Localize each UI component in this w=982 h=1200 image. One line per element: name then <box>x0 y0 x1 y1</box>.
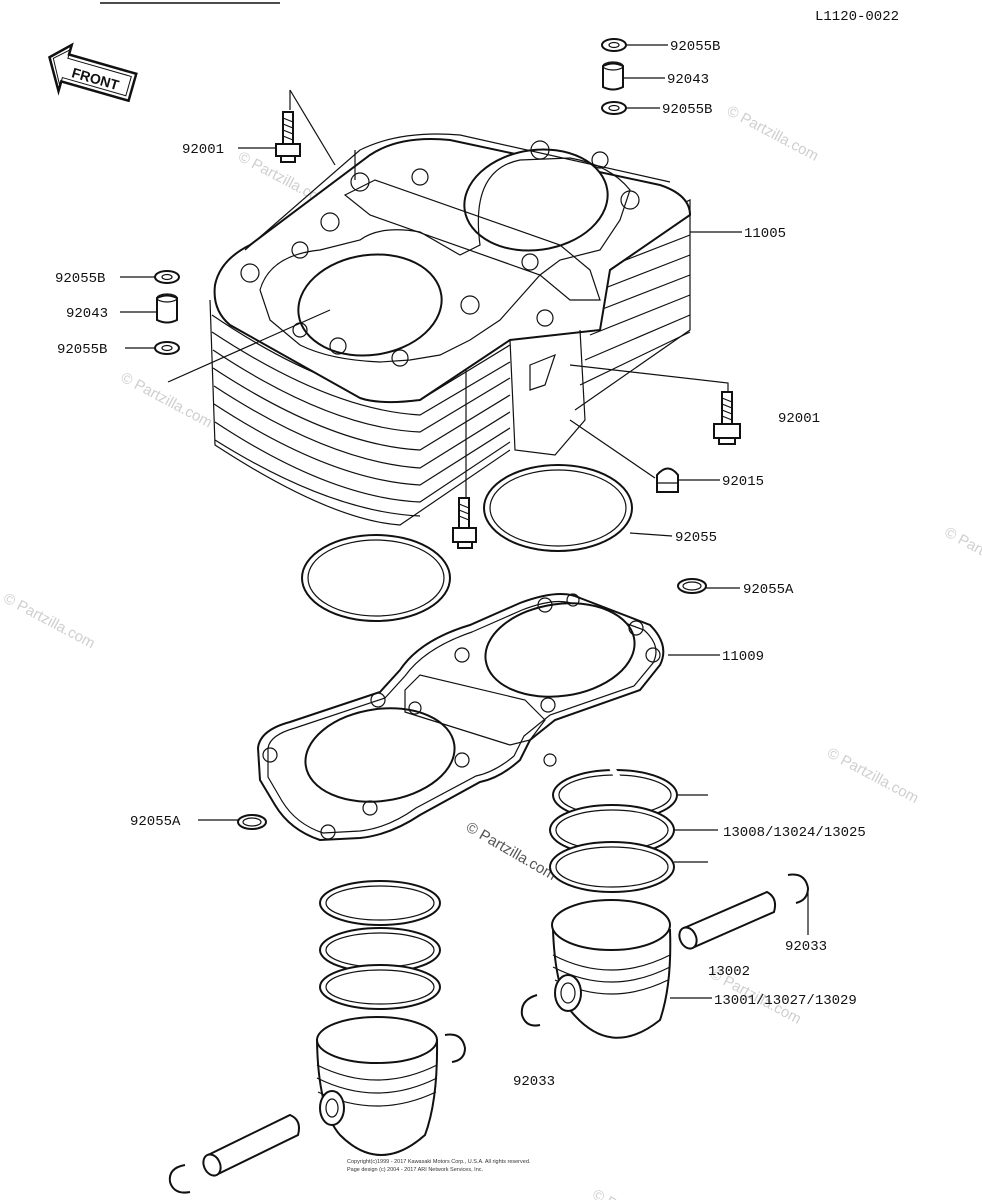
cylinder-base-gasket-11009 <box>256 593 665 842</box>
label-92043: 92043 <box>66 306 108 322</box>
piston-pin-left <box>202 1113 300 1177</box>
label-13008-13024-13025: 13008/13024/13025 <box>723 825 866 841</box>
copyright-line-2: Page design (c) 2004 - 2017 ARI Network … <box>347 1167 484 1173</box>
diagram-id: L1120-0022 <box>815 9 899 25</box>
bolt-92001-right <box>713 391 741 445</box>
washer-92055B-left <box>154 270 180 284</box>
dowel-pin-92043-top <box>602 61 624 91</box>
label-92055B: 92055B <box>55 271 105 287</box>
circlip-left-bottom <box>168 1164 191 1194</box>
watermark-text: © Partzilla.com <box>589 1186 686 1200</box>
piston-rings-13008-right <box>549 766 678 893</box>
label-92043: 92043 <box>667 72 709 88</box>
washer-92055B-top2 <box>601 101 627 115</box>
bolt-92001-top <box>275 111 301 163</box>
watermark-text: © Partzilla.com <box>824 745 921 807</box>
washer-92055B-top <box>601 38 627 52</box>
label-92015: 92015 <box>722 474 764 490</box>
o-ring-92055-right <box>483 464 633 552</box>
center-watermark: © Partzilla.com <box>463 819 559 884</box>
label-92055A: 92055A <box>743 582 794 598</box>
cylinder-block <box>209 133 692 526</box>
piston-left <box>315 1016 439 1156</box>
label-92055B: 92055B <box>57 342 107 358</box>
circlip-92033-right <box>787 873 810 904</box>
label-92055B: 92055B <box>670 39 720 55</box>
label-92001: 92001 <box>182 142 224 158</box>
watermark-text: © Partzilla.com <box>118 369 215 431</box>
front-arrow-icon: FRONT <box>48 42 138 103</box>
label-13001-13027-13029: 13001/13027/13029 <box>714 993 857 1009</box>
watermark-text: © Partzilla.com <box>724 102 821 164</box>
piston-13001-right <box>551 899 672 1039</box>
piston-pin-13002 <box>678 890 777 950</box>
piston-rings-left <box>319 880 441 1010</box>
label-92001: 92001 <box>778 411 820 427</box>
label-11009: 11009 <box>722 649 764 665</box>
washer-92055B-left2 <box>154 341 180 355</box>
washer-92055A-left <box>237 814 267 830</box>
circlip-right-left <box>520 994 541 1027</box>
cap-nut-92015 <box>656 467 679 493</box>
label-13002: 13002 <box>708 964 750 980</box>
watermark-text: © Partzilla.com <box>942 524 982 586</box>
o-ring-92055-left <box>301 534 451 622</box>
label-92055: 92055 <box>675 530 717 546</box>
washer-92055A-right <box>677 578 707 594</box>
dowel-pin-92043-left <box>156 293 178 324</box>
copyright-line-1: Copyright(c)1999 - 2017 Kawasaki Motors … <box>347 1159 531 1165</box>
label-92055A: 92055A <box>130 814 181 830</box>
label-92033: 92033 <box>513 1074 555 1090</box>
circlip-left-top <box>444 1033 467 1063</box>
label-92055B: 92055B <box>662 102 712 118</box>
stud-bolt-bottom <box>452 497 477 549</box>
label-11005: 11005 <box>744 226 786 242</box>
watermark-text: © Partzilla.com <box>0 590 97 652</box>
label-92033: 92033 <box>785 939 827 955</box>
